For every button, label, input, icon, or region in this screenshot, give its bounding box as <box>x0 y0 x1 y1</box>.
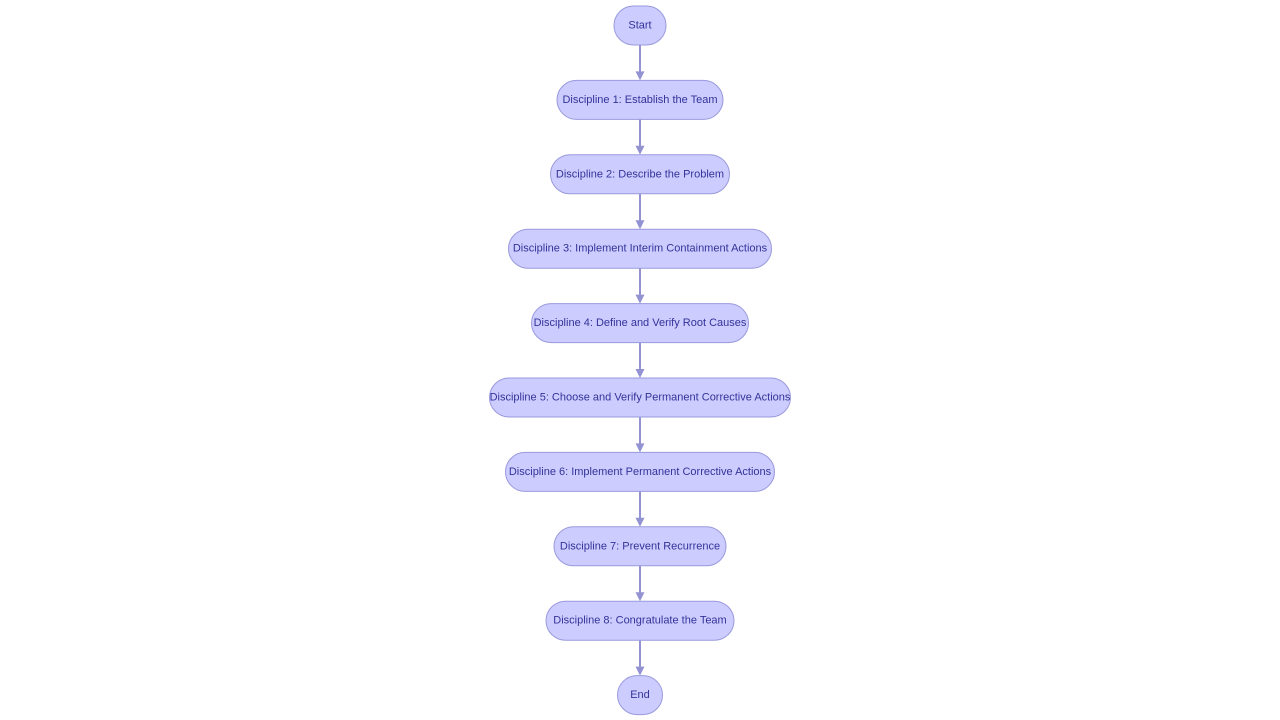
node-label: Discipline 1: Establish the Team <box>562 94 717 106</box>
node-d3: Discipline 3: Implement Interim Containm… <box>508 228 772 269</box>
edge-d1-d2 <box>635 119 645 155</box>
node-d5: Discipline 5: Choose and Verify Permanen… <box>489 377 791 418</box>
arrowhead-icon <box>635 517 645 527</box>
edges-layer <box>635 45 645 676</box>
node-shape <box>505 451 775 492</box>
edge-d2-d3 <box>635 193 645 230</box>
node-shape <box>489 377 791 418</box>
edge-d5-d6 <box>635 417 645 453</box>
node-d1: Discipline 1: Establish the Team <box>556 79 724 120</box>
node-end: End <box>617 675 663 716</box>
arrowhead-icon <box>635 592 645 602</box>
node-label: Discipline 4: Define and Verify Root Cau… <box>534 317 747 329</box>
node-label: Discipline 6: Implement Permanent Correc… <box>509 466 772 478</box>
node-d7: Discipline 7: Prevent Recurrence <box>553 526 727 567</box>
node-label: Discipline 7: Prevent Recurrence <box>560 540 720 552</box>
node-d2: Discipline 2: Describe the Problem <box>550 154 730 195</box>
node-shape <box>613 5 667 46</box>
node-shape <box>508 228 772 269</box>
edge-d7-d8 <box>635 565 645 602</box>
node-shape <box>617 675 663 716</box>
node-label: Discipline 5: Choose and Verify Permanen… <box>490 392 791 404</box>
edge-start-d1 <box>635 45 645 81</box>
node-shape <box>545 600 735 641</box>
node-d6: Discipline 6: Implement Permanent Correc… <box>505 451 775 492</box>
arrowhead-icon <box>635 369 645 378</box>
arrowhead-icon <box>635 666 645 676</box>
edge-d6-d7 <box>635 491 645 527</box>
node-d8: Discipline 8: Congratulate the Team <box>545 600 735 641</box>
arrowhead-icon <box>635 145 645 155</box>
arrowhead-icon <box>635 443 645 453</box>
node-label: Discipline 3: Implement Interim Containm… <box>513 243 768 255</box>
node-label: Start <box>628 20 651 32</box>
arrowhead-icon <box>635 220 645 230</box>
edge-d8-end <box>635 640 645 676</box>
node-start: Start <box>613 5 667 46</box>
edge-d3-d4 <box>635 268 645 304</box>
node-d4: Discipline 4: Define and Verify Root Cau… <box>531 303 749 344</box>
node-shape <box>553 526 727 567</box>
node-shape <box>531 303 749 344</box>
arrowhead-icon <box>635 294 645 304</box>
node-label: End <box>630 689 650 701</box>
node-shape <box>556 79 724 120</box>
node-label: Discipline 2: Describe the Problem <box>556 168 724 180</box>
node-shape <box>550 154 730 195</box>
node-label: Discipline 8: Congratulate the Team <box>553 615 726 627</box>
edge-d4-d5 <box>635 342 645 378</box>
arrowhead-icon <box>635 71 645 81</box>
